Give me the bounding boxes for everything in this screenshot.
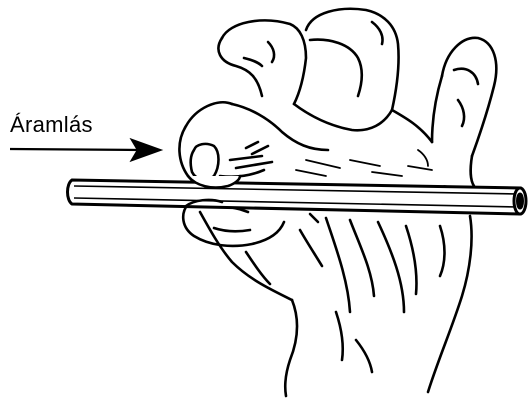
ring-finger xyxy=(432,38,496,156)
lower-grip xyxy=(183,204,284,284)
index-finger xyxy=(218,20,306,104)
hand-shading xyxy=(296,150,460,188)
thumb xyxy=(179,102,328,187)
palm xyxy=(200,104,474,396)
middle-finger xyxy=(306,9,399,110)
flow-arrow-shaft xyxy=(10,149,140,150)
conductor-rod xyxy=(68,180,527,214)
flow-label: Áramlás xyxy=(10,112,93,138)
flow-arrow xyxy=(10,140,160,160)
